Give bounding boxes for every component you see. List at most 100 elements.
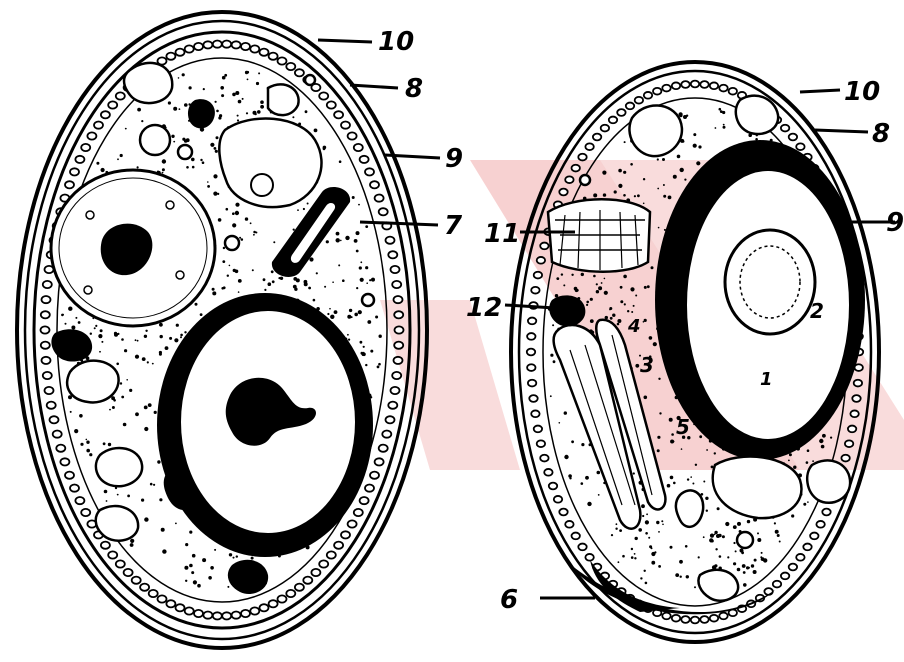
cytoplasm-dot	[212, 288, 215, 291]
cytoplasm-dot	[135, 412, 139, 416]
cytoplasm-dot	[618, 561, 620, 563]
cytoplasm-dot	[757, 538, 761, 542]
cytoplasm-dot	[216, 110, 219, 113]
cytoplasm-dot	[61, 314, 64, 317]
cytoplasm-dot	[812, 460, 814, 462]
cytoplasm-dot	[145, 330, 147, 332]
cytoplasm-dot	[358, 310, 362, 314]
cytoplasm-dot	[552, 324, 554, 326]
cytoplasm-dot	[658, 565, 661, 568]
label-right-2: 2	[810, 299, 824, 323]
peripheral-granule	[681, 81, 689, 88]
cytoplasm-dot	[324, 286, 326, 288]
cytoplasm-dot	[135, 355, 139, 359]
cytoplasm-dot	[126, 379, 128, 381]
cytoplasm-dot	[663, 184, 665, 186]
peripheral-granule	[529, 395, 537, 402]
cytoplasm-dot	[641, 504, 645, 508]
cytoplasm-dot	[271, 270, 274, 273]
cytoplasm-dot	[235, 91, 239, 95]
peripheral-granule	[617, 109, 625, 116]
cytoplasm-dot	[360, 278, 364, 282]
cytoplasm-dot	[184, 103, 188, 107]
cytoplasm-dot	[686, 575, 689, 578]
cytoplasm-dot	[662, 524, 664, 526]
right-nucleus	[655, 140, 865, 460]
cytoplasm-dot	[806, 461, 809, 464]
cytoplasm-dot	[142, 357, 146, 361]
cytoplasm-dot	[370, 350, 373, 353]
cytoplasm-dot	[564, 411, 567, 414]
peripheral-granule	[232, 612, 241, 619]
peripheral-granule	[379, 208, 388, 215]
cytoplasm-dot	[232, 212, 235, 215]
cytoplasm-dot	[222, 76, 226, 80]
cytoplasm-dot	[644, 570, 646, 572]
cytoplasm-dot	[694, 586, 696, 588]
cytoplasm-dot	[646, 513, 648, 515]
cytoplasm-dot	[305, 110, 308, 113]
cytoplasm-dot	[651, 561, 655, 565]
peripheral-granule	[585, 554, 593, 561]
cytoplasm-dot	[152, 363, 154, 365]
cytoplasm-dot	[260, 100, 264, 104]
peripheral-granule	[348, 132, 357, 139]
cytoplasm-dot	[619, 529, 622, 532]
peripheral-granule	[662, 85, 670, 92]
cytoplasm-dot	[658, 378, 660, 380]
cytoplasm-dot	[159, 498, 162, 501]
peripheral-granule	[132, 577, 141, 584]
cytoplasm-dot	[189, 564, 193, 568]
cytoplasm-dot	[173, 107, 177, 111]
cytoplasm-dot	[86, 439, 88, 441]
cytoplasm-dot	[680, 576, 682, 578]
peripheral-granule	[554, 496, 562, 503]
cytoplasm-dot	[129, 389, 132, 392]
cytoplasm-dot	[819, 439, 823, 443]
cytoplasm-dot	[154, 411, 157, 414]
peripheral-granule	[260, 604, 269, 611]
cytoplasm-dot	[612, 314, 615, 317]
peripheral-granule	[803, 544, 811, 551]
cytoplasm-dot	[351, 316, 353, 318]
cytoplasm-dot	[670, 476, 674, 480]
cytoplasm-dot	[96, 162, 99, 165]
cytoplasm-dot	[649, 336, 653, 340]
cytoplasm-dot	[631, 556, 634, 559]
cytoplasm-dot	[185, 543, 188, 546]
peripheral-granule	[286, 590, 295, 597]
cytoplasm-dot	[569, 477, 571, 479]
cytoplasm-dot	[153, 484, 155, 486]
cytoplasm-dot	[644, 396, 648, 400]
cytoplasm-dot	[715, 548, 717, 550]
cytoplasm-dot	[307, 203, 309, 205]
label-right-10: 10	[844, 77, 880, 107]
cytoplasm-dot	[220, 86, 224, 90]
peripheral-granule	[789, 564, 797, 571]
peripheral-granule	[295, 69, 304, 76]
cytoplasm-dot	[352, 196, 355, 199]
cytoplasm-dot	[586, 301, 589, 304]
peripheral-granule	[286, 63, 295, 70]
cytoplasm-dot	[356, 287, 358, 289]
cytoplasm-dot	[668, 196, 672, 200]
cytoplasm-dot	[247, 79, 249, 81]
cytoplasm-dot	[144, 335, 147, 338]
cytoplasm-dot	[242, 98, 244, 100]
cytoplasm-dot	[237, 119, 239, 121]
cytoplasm-dot	[673, 175, 677, 179]
cytoplasm-dot	[213, 174, 217, 178]
cytoplasm-dot	[638, 528, 642, 532]
peripheral-granule	[609, 117, 617, 124]
cytoplasm-dot	[216, 136, 219, 139]
cytoplasm-dot	[117, 333, 119, 335]
cytoplasm-dot	[793, 466, 796, 469]
peripheral-granule	[528, 318, 536, 325]
cytoplasm-dot	[635, 364, 639, 368]
cytoplasm-dot	[258, 72, 260, 74]
peripheral-granule	[691, 617, 699, 624]
peripheral-granule	[87, 132, 96, 139]
cytoplasm-dot	[610, 317, 613, 320]
cytoplasm-dot	[720, 110, 723, 113]
